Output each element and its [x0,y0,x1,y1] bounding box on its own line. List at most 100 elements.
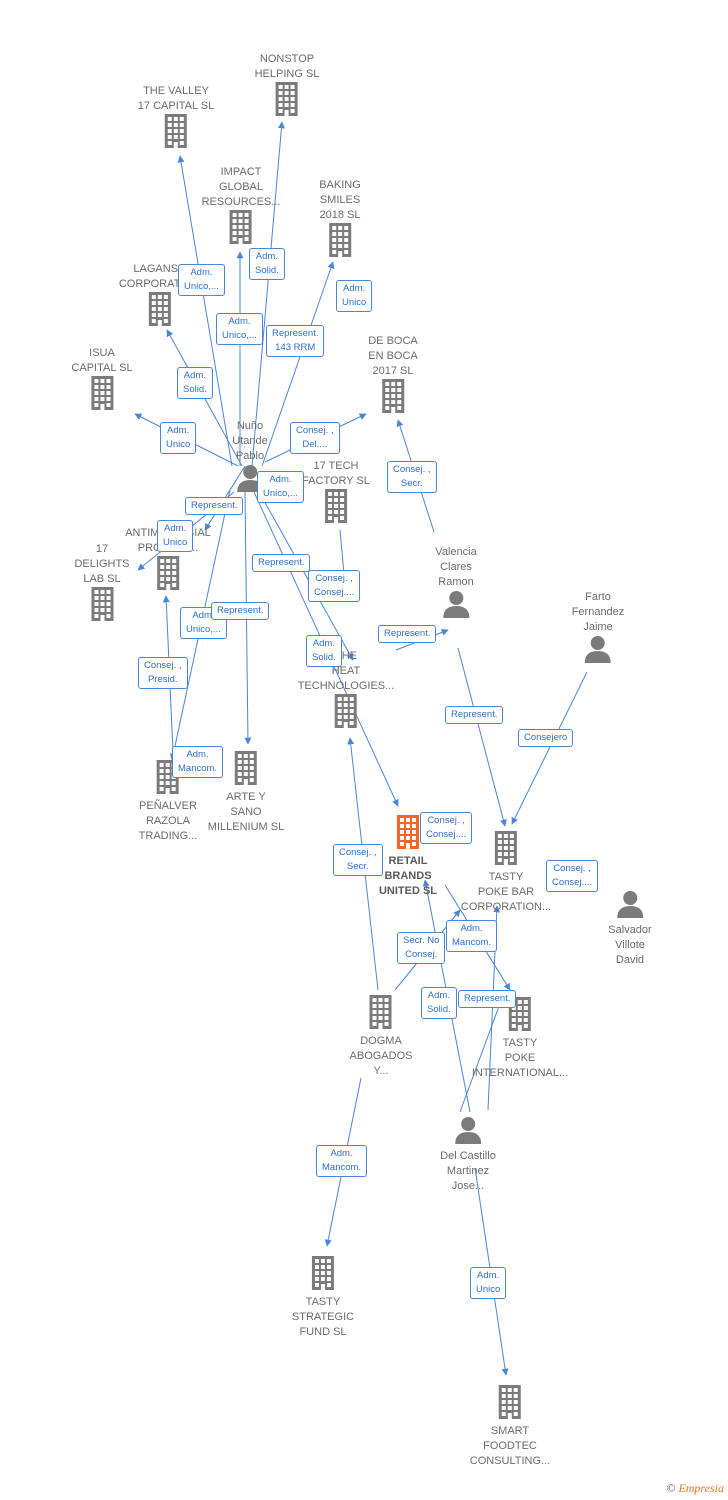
relationship-edge [251,121,285,467]
relation-label[interactable]: Adm.Solid. [306,635,342,667]
node-label-line: 17 TECH [313,460,359,472]
node-label-line: ARTE Y [226,791,266,803]
relation-label-line: Adm. [312,638,335,649]
relation-label[interactable]: Represent.143 RRM [266,325,325,357]
relation-label[interactable]: Consej. ,Secr. [387,461,437,493]
relation-label-line: Consej. , [296,425,334,436]
node-label-line: Villote [615,939,645,951]
relation-label[interactable]: Adm.Mancom. [316,1145,368,1177]
footer-credit: © Empresia [666,1481,724,1496]
relation-label[interactable]: Adm.Solid. [249,248,285,280]
relation-label-line: Secr. No [403,935,440,946]
relation-label[interactable]: Represent. [185,497,244,515]
relation-label-line: Mancom. [178,763,218,774]
relation-label-line: Adm. [343,283,366,294]
relation-label[interactable]: Secr. No Consej. [397,932,446,964]
relationship-edge [261,261,335,467]
relation-label[interactable]: Consej. ,Consej.... [308,570,361,602]
relation-label[interactable]: Represent. [252,554,311,572]
node-label-line: UNITED SL [378,885,438,897]
relation-label[interactable]: Consejero [518,729,574,747]
relation-label[interactable]: Adm.Unico,... [257,471,304,503]
relation-label[interactable]: Represent. [378,625,437,643]
node-label-line: POKE [504,1052,536,1064]
node-label-line: RAZOLA [145,815,191,827]
node-label-line: GLOBAL [218,181,264,193]
node-label-line: RETAIL [388,855,428,867]
empresia-logo[interactable]: Empresia [678,1481,724,1495]
building-icon [292,1256,354,1295]
relation-label[interactable]: Adm.Unico [157,520,194,552]
node-label-line: TASTY [488,871,524,883]
relation-label[interactable]: Consej. ,Presid. [138,657,188,689]
relation-label[interactable]: Adm.Unico [160,422,197,454]
node-label-line: IMPACT [220,166,262,178]
relation-label[interactable]: Adm.Unico,... [216,313,263,345]
node-label-line: BRANDS [384,870,432,882]
relation-label[interactable]: Consej. ,Secr. [333,844,383,876]
relation-label-line: Del.... [302,439,328,450]
relation-label-line: Adm. [228,316,251,327]
relation-label[interactable]: Represent. [458,990,517,1008]
relation-label-line: Adm. [167,425,190,436]
relation-label[interactable]: Adm.Unico [336,280,373,312]
relation-label[interactable]: Adm.Solid. [421,987,457,1019]
relation-label-line: Adm. [330,1148,353,1159]
relation-label[interactable]: Adm.Mancom. [172,746,224,778]
relation-label[interactable]: Adm.Unico,... [178,264,225,296]
node-label-line: Jose... [451,1180,485,1192]
relation-label[interactable]: Adm.Solid. [177,367,213,399]
node-label-line: DOGMA [360,1035,402,1047]
node-label-line: LAB SL [83,573,121,585]
node-retail[interactable]: RETAIL BRANDS UNITED SL [379,815,437,899]
node-label-line: TASTY [502,1037,538,1049]
relation-label[interactable]: Adm.Unico [470,1267,507,1299]
relation-label[interactable]: Adm.Mancom. [446,920,498,952]
relation-label[interactable]: Consej. ,Consej.... [420,812,473,844]
relationship-edge [177,155,233,467]
node-label-line: CAPITAL SL [71,362,133,374]
node-label-line: BAKING [319,179,361,191]
node-label-line: Utande [232,435,268,447]
node-label-line: CONSULTING... [469,1455,551,1467]
node-label-line: SMILES [319,194,361,206]
relation-label[interactable]: Represent. [211,602,270,620]
building-icon [202,210,281,249]
relation-label[interactable]: Consej. ,Consej.... [546,860,599,892]
node-label-line: TASTY [305,1296,341,1308]
building-icon [125,556,211,595]
relation-label-line: Consej. [405,949,438,960]
relation-label[interactable]: Consej. , Del.... [290,422,340,454]
relation-label-line: Consejero [524,732,568,743]
node-label-line: Jaime [583,621,613,633]
relation-label[interactable]: Represent. [445,706,504,724]
